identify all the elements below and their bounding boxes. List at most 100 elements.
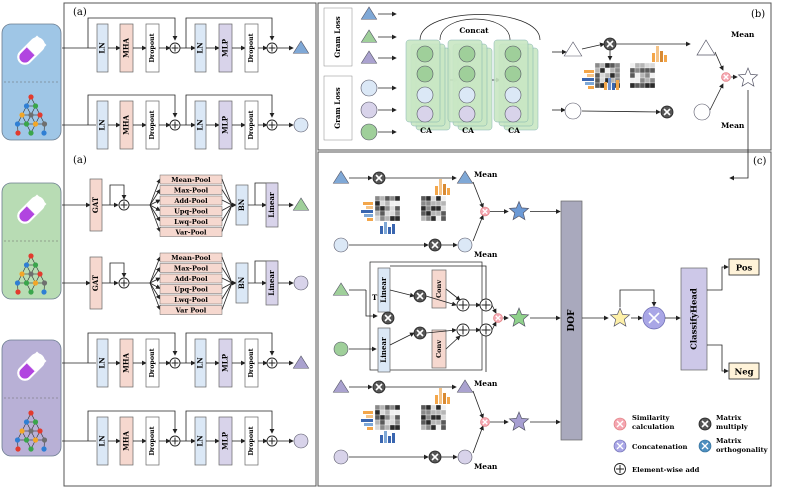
mean-label-2: Mean xyxy=(721,121,745,130)
matrix-cell xyxy=(639,62,646,69)
linear-block-label: Linear xyxy=(267,270,276,296)
skip-connection xyxy=(109,262,127,283)
input-triangle xyxy=(332,170,350,184)
classify-head-block-label: ClassifyHead xyxy=(690,288,700,350)
merge-line xyxy=(221,199,233,206)
panel-b-label: (b) xyxy=(751,9,765,20)
matrix-cell xyxy=(435,215,442,222)
matrix-cell xyxy=(379,409,386,416)
ln-block-label: LN xyxy=(196,435,205,447)
matrix-cell xyxy=(634,62,641,69)
bar-mark xyxy=(582,78,594,81)
legend-similarity-line1: Similarity xyxy=(632,414,671,422)
matrix-cell xyxy=(379,195,386,202)
molecule-icon-3 xyxy=(14,410,48,452)
matrix-cell xyxy=(420,215,427,222)
output-triangle xyxy=(292,40,310,54)
matrix-cell xyxy=(425,419,432,426)
matrix-cell xyxy=(379,404,386,411)
arrow xyxy=(491,304,497,314)
matrix-cell xyxy=(430,419,437,426)
merge-line xyxy=(221,189,233,206)
bars-1 xyxy=(361,202,373,221)
bar-mark xyxy=(604,82,607,90)
matrix-cell xyxy=(394,409,401,416)
matrix-cell xyxy=(594,67,601,74)
skip-connection xyxy=(87,17,178,48)
matrix-cell xyxy=(425,195,432,202)
ca-node xyxy=(458,105,476,123)
fused-star xyxy=(609,307,631,327)
atom xyxy=(28,130,34,136)
molecule-icon-2 xyxy=(14,253,48,295)
matrix-multiply-b1-b xyxy=(606,40,614,48)
dof-block-label: DOF xyxy=(567,309,577,332)
pool-block xyxy=(159,227,223,237)
pool-label: Max-Pool xyxy=(174,265,209,273)
matrix-cell xyxy=(394,414,401,421)
matrix-cell xyxy=(379,414,386,421)
linear-block-label: Linear xyxy=(267,192,276,218)
atom xyxy=(37,428,43,434)
matrix-cell xyxy=(374,215,381,222)
matrix-cell xyxy=(379,419,386,426)
fan-arrow xyxy=(149,282,161,311)
matrix-cell xyxy=(389,210,396,217)
bn-block-label: BN xyxy=(237,276,246,289)
bar-mark xyxy=(616,80,619,90)
mean-label-2: Mean xyxy=(474,250,498,259)
input-triangle-1 xyxy=(360,29,378,43)
concat-arc-1 xyxy=(439,18,511,41)
input-circle xyxy=(333,237,349,253)
arrow xyxy=(445,288,461,301)
bar-mark xyxy=(447,188,450,195)
neg-box xyxy=(728,362,760,380)
bar-mark xyxy=(367,427,373,430)
legend-add-label: Element-wise add xyxy=(632,466,700,474)
matrix-cell xyxy=(644,72,651,79)
conv-block-1-label: Conv xyxy=(435,280,443,298)
matrix-multiply-2-b xyxy=(431,453,439,461)
bar-mark xyxy=(361,210,373,213)
legend-ortho-b xyxy=(701,442,709,450)
matrix-cell xyxy=(379,210,386,217)
pool-label: Upq-Pool xyxy=(174,286,208,294)
atom xyxy=(14,121,21,127)
pool-block xyxy=(159,284,223,294)
matrix-cell xyxy=(634,77,641,84)
matrix-cell xyxy=(594,62,601,69)
arrow xyxy=(445,335,461,350)
atom xyxy=(15,289,21,295)
matrix-cell xyxy=(374,424,381,431)
gram-loss-label-1: Gram Loss xyxy=(333,16,342,58)
input-circle-2 xyxy=(360,123,378,141)
input-card-hybrid-bg xyxy=(1,339,62,457)
output-triangle xyxy=(456,170,474,184)
input-circle xyxy=(333,449,349,465)
matrix-cell xyxy=(609,62,616,69)
matrix-cell xyxy=(420,414,427,421)
fan-arrow xyxy=(149,188,161,206)
link xyxy=(619,289,657,307)
bar-mark xyxy=(587,74,594,77)
legend-concat-b xyxy=(616,442,624,450)
arrow xyxy=(472,390,484,419)
matrix-cell xyxy=(440,215,447,222)
matrix-cell xyxy=(384,215,391,222)
arrow xyxy=(491,321,497,331)
matrix-cell xyxy=(435,210,442,217)
ln-block-label: LN xyxy=(196,119,205,131)
matrix-multiply-c2-b xyxy=(416,292,424,300)
matrix-cell xyxy=(629,72,636,79)
skip-connection xyxy=(87,410,178,441)
atom xyxy=(32,437,39,443)
ca-node xyxy=(504,45,522,63)
legend-similarity-line2: calculation xyxy=(632,423,674,431)
atom xyxy=(37,112,43,118)
matrix-multiply-2-b xyxy=(431,241,439,249)
legend-ortho-line2: orthogonality xyxy=(716,446,769,454)
pool-block xyxy=(159,195,223,206)
matrix-cell xyxy=(634,72,641,79)
matrix-cell xyxy=(435,409,442,416)
pool-label: Lwq-Pool xyxy=(174,218,208,226)
